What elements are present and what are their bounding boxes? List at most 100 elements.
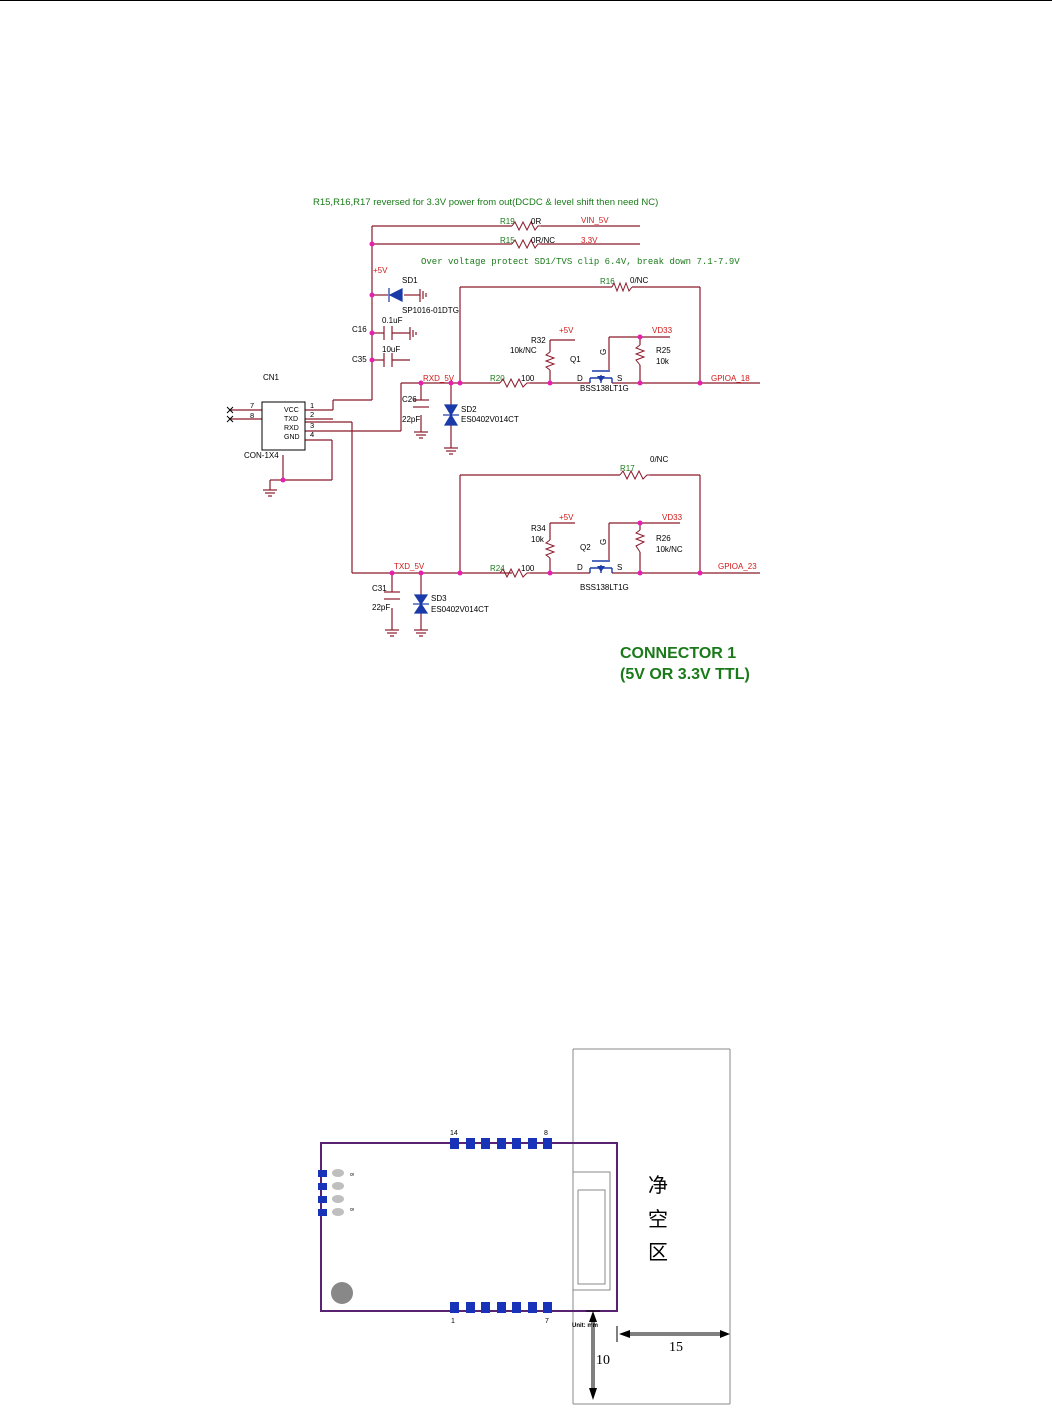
r34-label: R34 (531, 524, 546, 533)
r24-value: 100 (521, 564, 535, 573)
junction-dots (280, 241, 703, 576)
bottom-pad-row (450, 1302, 552, 1313)
sd1-label: SD1 (402, 276, 418, 285)
horizontal-dimension (616, 1326, 724, 1342)
q2-label: Q2 (580, 543, 591, 552)
r17-label: R17 (620, 464, 635, 473)
sd2-label: SD2 (461, 405, 477, 414)
horizontal-dimension-arrow-right (720, 1330, 730, 1338)
connector-title: CONNECTOR 1 (620, 645, 736, 662)
r25-label: R25 (656, 346, 671, 355)
pin-txd: TXD (284, 416, 298, 423)
net-gpioa23: GPIOA_23 (718, 562, 757, 571)
c35-label: C35 (352, 355, 367, 364)
cn1-pin-names: VCC TXD RXD GND (284, 407, 300, 441)
r19-value: 0R (531, 217, 541, 226)
mounting-hole (331, 1282, 353, 1304)
module-footprint-drawing: 14 8 1 7 8 8 净 空 区 Unit: mm 10 15 (318, 1048, 731, 1405)
vertical-dimension-arrow-bottom (589, 1388, 597, 1400)
cn1-designator: CN1 (263, 373, 280, 382)
c26-value: 22pF (402, 415, 420, 424)
sd2-part: ES0402V014CT (461, 415, 519, 424)
ground-symbols (263, 431, 458, 637)
component-labels: 0R 0R/NC 0/NC 0/NC 100 100 R32 10k/NC R2… (352, 217, 683, 614)
no-connect-marks (226, 406, 234, 423)
keepout-char-2: 空 (648, 1208, 668, 1231)
pin-number-2: 2 (310, 410, 314, 419)
c16-value: 0.1uF (382, 316, 403, 325)
cn1-pin-numbers: 1 2 3 4 7 8 (250, 401, 314, 439)
keepout-char-3: 区 (648, 1242, 668, 1264)
r15-value: 0R/NC (531, 236, 555, 245)
diode-symbols (388, 288, 459, 614)
vertical-dimension-arrow-top (589, 1311, 597, 1322)
q2-gate: G (599, 539, 608, 545)
q1-source: S (617, 374, 622, 383)
r25-value: 10k (656, 357, 670, 366)
q1-label: Q1 (570, 355, 581, 364)
net-vin5v: VIN_5V (581, 216, 609, 225)
r16-label: R16 (600, 277, 615, 286)
net-txd5v: TXD_5V (394, 562, 425, 571)
c31-label: C31 (372, 584, 387, 593)
keepout-label: 净 空 区 (648, 1174, 668, 1264)
keepout-char-1: 净 (648, 1174, 668, 1197)
pin-number-4: 4 (310, 430, 314, 439)
pin-rxd: RXD (284, 425, 299, 432)
r34-value: 10k (531, 535, 545, 544)
pad-numbers: 14 8 1 7 8 8 (348, 1130, 549, 1325)
r20-label: R20 (490, 374, 505, 383)
capacitor-symbols (383, 289, 429, 600)
pin-number-1: 1 (310, 401, 314, 410)
r16-value: 0/NC (630, 276, 648, 285)
pin-number-3: 3 (310, 421, 314, 430)
note-reversed-resistors: R15,R16,R17 reversed for 3.3V power from… (313, 197, 658, 208)
top-pad-row (450, 1138, 552, 1149)
note-overvoltage: Over voltage protect SD1/TVS clip 6.4V, … (421, 257, 740, 267)
silk-label-top: 8 (348, 1173, 354, 1176)
net-labels: VIN_5V 3.3V +5V +5V +5V VD33 VD33 RXD_5V… (373, 216, 757, 571)
pin-gnd: GND (284, 434, 300, 441)
c35-value: 10uF (382, 345, 400, 354)
resistor-designators: R19 R15 R16 R17 R20 R24 (490, 217, 635, 573)
horizontal-dimension-arrow-left (619, 1330, 630, 1338)
schematic-wires (230, 225, 760, 630)
pin-label-8: 8 (544, 1130, 548, 1137)
q1-drain: D (577, 374, 583, 383)
side-hole-column (332, 1169, 344, 1216)
r20-value: 100 (521, 374, 535, 383)
r15-label: R15 (500, 236, 515, 245)
unit-label: Unit: mm (572, 1323, 598, 1329)
pin-label-1: 1 (451, 1318, 455, 1325)
connector-subtitle: (5V OR 3.3V TTL) (620, 666, 750, 683)
q1-gate: G (599, 349, 608, 355)
pin-label-7: 7 (545, 1318, 549, 1325)
c31-value: 22pF (372, 603, 390, 612)
net-plus5v-r32: +5V (559, 326, 574, 335)
dimension-vertical: 10 (596, 1353, 610, 1368)
q1-part: BSS138LT1G (580, 384, 629, 393)
q2-part: BSS138LT1G (580, 583, 629, 592)
net-plus5v-r34: +5V (559, 513, 574, 522)
net-gpioa18: GPIOA_18 (711, 374, 750, 383)
sd3-part: ES0402V014CT (431, 605, 489, 614)
q2-drain: D (577, 563, 583, 572)
r19-label: R19 (500, 217, 515, 226)
dimension-horizontal: 15 (669, 1340, 683, 1355)
c26-label: C26 (402, 395, 417, 404)
net-vd33-upper: VD33 (652, 326, 673, 335)
sd3-label: SD3 (431, 594, 447, 603)
pin-number-8: 8 (250, 411, 254, 420)
pin-label-14: 14 (450, 1130, 458, 1137)
r32-value: 10k/NC (510, 346, 537, 355)
silk-label-bottom: 8 (348, 1208, 354, 1211)
mosfet-arrows (597, 376, 605, 572)
r17-value: 0/NC (650, 455, 668, 464)
side-pad-column (318, 1170, 327, 1216)
c16-label: C16 (352, 325, 367, 334)
net-3v3: 3.3V (581, 236, 598, 245)
cn1-part: CON-1X4 (244, 451, 279, 460)
net-rxd5v: RXD_5V (423, 374, 455, 383)
page-top-rule (0, 0, 1052, 1)
sd1-part: SP1016-01DTG (402, 306, 459, 315)
